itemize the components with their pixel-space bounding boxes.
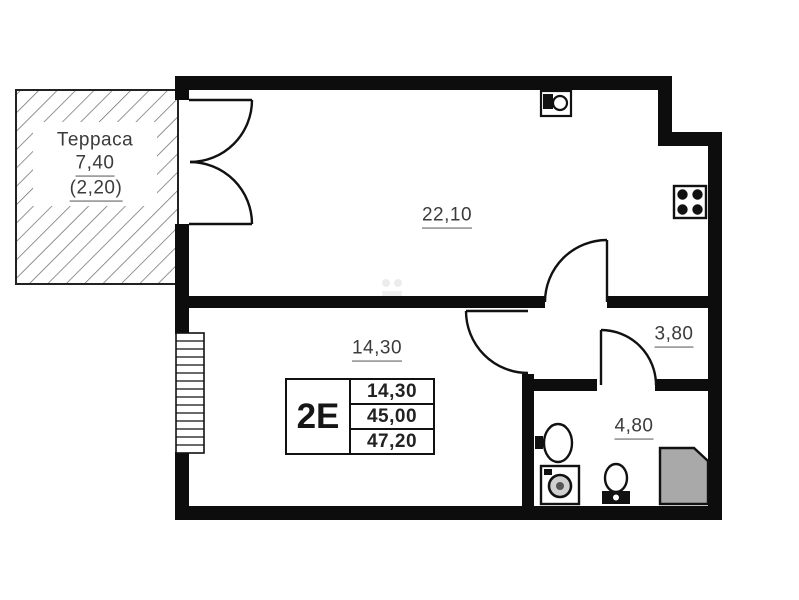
- bedroom-area-label: 14,30: [351, 338, 403, 362]
- stove-icon: [672, 184, 708, 220]
- unit-stamp-values: 14,30 45,00 47,20: [351, 380, 433, 453]
- washing-machine-icon: [539, 464, 581, 506]
- door-bedroom-icon: [464, 309, 529, 375]
- door-living-hall-icon: [543, 238, 609, 303]
- watermark: [382, 279, 402, 296]
- living-room-area-label: 22,10: [421, 205, 473, 229]
- stamp-living-area: 14,30: [366, 380, 418, 402]
- door-bathroom-icon: [599, 328, 658, 386]
- unit-stamp: 2Е 14,30 45,00 47,20: [285, 378, 435, 455]
- toilet-icon: [602, 462, 630, 504]
- interior-walls: [189, 296, 708, 506]
- outer-walls: [175, 76, 722, 520]
- unit-type-label: 2Е: [287, 380, 351, 453]
- bath-sink-icon: [535, 422, 574, 464]
- bathroom-area-label: 4,80: [614, 416, 654, 440]
- terrace-hatch: [15, 89, 179, 285]
- terrace-label: Терраса: [56, 129, 134, 151]
- terrace-area-coef-label: (2,20): [69, 178, 123, 202]
- terrace-door-icon: [189, 98, 254, 226]
- hall-area-label: 3,80: [654, 324, 694, 348]
- terrace-area-label: 7,40: [75, 153, 115, 177]
- window-icon: [175, 332, 205, 454]
- stamp-total-area: 47,20: [351, 428, 433, 453]
- stamp-area: 45,00: [351, 403, 433, 428]
- kitchen-sink-icon: [539, 89, 573, 118]
- shower-icon: [658, 446, 710, 506]
